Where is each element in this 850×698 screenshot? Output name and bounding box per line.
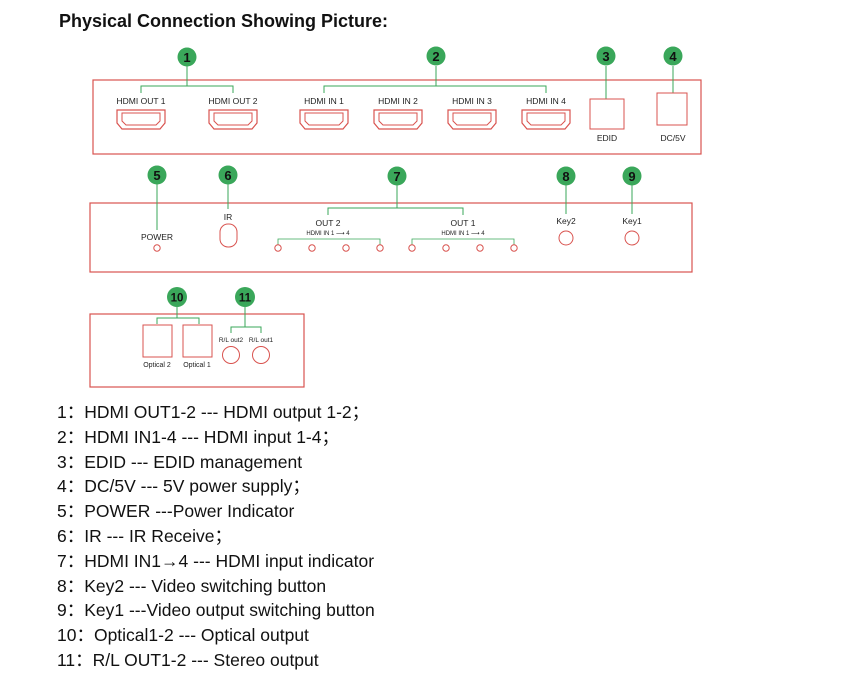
- out1-sub-label: HDMI IN 1 ⟶ 4: [441, 231, 485, 237]
- ir-receiver: [219, 223, 238, 248]
- callout-2: 2: [323, 46, 547, 93]
- dc5v-jack: [656, 92, 688, 126]
- key2-label: Key2: [556, 216, 576, 226]
- rl-out1-jack: [252, 346, 270, 364]
- callout-2-label: 2: [432, 49, 439, 64]
- legend-item-3: 3：EDID --- EDID management: [57, 451, 303, 472]
- legend-item-4: 4：DC/5V --- 5V power supply；: [57, 476, 310, 497]
- legend-item-8: 8：Key2 --- Video switching button: [57, 575, 327, 596]
- connection-diagram: 1 2 3 4 HDMI OUT 1 HDMI OUT 2 HDMI IN 1 …: [89, 46, 702, 388]
- key1-button: [624, 230, 640, 246]
- power-led: [153, 244, 161, 252]
- legend-list: 1：HDMI OUT1-2 --- HDMI output 1-2； 2：HDM…: [57, 400, 375, 673]
- callout-11-label: 11: [239, 293, 252, 305]
- legend-item-7: 7：HDMI IN1→4 --- HDMI input indicator: [57, 550, 375, 571]
- legend-item-9: 9：Key1 ---Video output switching button: [57, 600, 375, 621]
- callout-11: 11: [230, 287, 262, 333]
- optical-1-port: [182, 324, 213, 358]
- callout-6: 6: [218, 165, 238, 209]
- edid-switch: [589, 98, 625, 130]
- out1-label: OUT 1: [451, 218, 476, 228]
- callout-1: 1: [140, 47, 234, 93]
- out2-sub-label: HDMI IN 1 ⟶ 4: [306, 231, 350, 237]
- hdmi-in-4-label: HDMI IN 4: [526, 96, 566, 106]
- out2-led-4: [376, 244, 384, 252]
- optical-2-label: Optical 2: [143, 362, 171, 369]
- out2-led-2: [308, 244, 316, 252]
- legend-item-2: 2：HDMI IN1-4 --- HDMI input 1-4；: [57, 426, 339, 447]
- rl-out2-label: R/L out2: [219, 337, 244, 344]
- legend-item-1: 1：HDMI OUT1-2 --- HDMI output 1-2；: [57, 402, 370, 422]
- callout-7: 7: [327, 166, 464, 215]
- legend-item-11: 11：R/L OUT1-2 --- Stereo output: [57, 649, 319, 670]
- callout-6-label: 6: [224, 168, 231, 183]
- out1-led-1: [408, 244, 416, 252]
- hdmi-out-2-port: [208, 109, 258, 130]
- legend-item-10: 10：Optical1-2 --- Optical output: [57, 625, 309, 646]
- dc5v-label: DC/5V: [660, 133, 685, 143]
- out1-led-4: [510, 244, 518, 252]
- hdmi-out-1-label: HDMI OUT 1: [117, 96, 166, 106]
- legend-item-5: 5：POWER ---Power Indicator: [57, 501, 295, 522]
- callout-8-label: 8: [562, 169, 569, 184]
- out1-led-2: [442, 244, 450, 252]
- hdmi-in-3-port: [447, 109, 497, 130]
- callout-8: 8: [556, 166, 576, 214]
- callout-4: 4: [663, 46, 683, 93]
- optical-2-port: [142, 324, 173, 358]
- hdmi-out-1-port: [116, 109, 166, 130]
- callout-9-label: 9: [628, 169, 635, 184]
- callout-4-label: 4: [669, 49, 677, 64]
- edid-label: EDID: [597, 133, 617, 143]
- front-panel: [89, 202, 693, 273]
- callout-3: 3: [596, 46, 616, 99]
- hdmi-in-2-port: [373, 109, 423, 130]
- hdmi-out-2-label: HDMI OUT 2: [209, 96, 258, 106]
- out2-label: OUT 2: [316, 218, 341, 228]
- callout-1-label: 1: [183, 50, 190, 65]
- page-title: Physical Connection Showing Picture:: [59, 11, 389, 31]
- out2-led-3: [342, 244, 350, 252]
- ir-label: IR: [224, 212, 233, 222]
- hdmi-in-3-label: HDMI IN 3: [452, 96, 492, 106]
- out2-led-1: [274, 244, 282, 252]
- legend-item-6: 6：IR --- IR Receive；: [57, 525, 233, 546]
- rl-out2-jack: [222, 346, 240, 364]
- hdmi-in-2-label: HDMI IN 2: [378, 96, 418, 106]
- key1-label: Key1: [622, 216, 642, 226]
- callout-5-label: 5: [153, 168, 160, 183]
- callout-7-label: 7: [393, 169, 400, 184]
- optical-1-label: Optical 1: [183, 362, 211, 369]
- rear-panel: [92, 79, 702, 155]
- audio-panel: [89, 313, 305, 388]
- hdmi-in-4-port: [521, 109, 571, 130]
- callout-10: 10: [156, 287, 200, 324]
- callout-10-label: 10: [171, 293, 184, 305]
- callout-9: 9: [622, 166, 642, 214]
- power-label: POWER: [141, 232, 173, 242]
- callout-5: 5: [147, 165, 167, 230]
- callout-3-label: 3: [602, 49, 609, 64]
- key2-button: [558, 230, 574, 246]
- hdmi-in-1-port: [299, 109, 349, 130]
- rl-out1-label: R/L out1: [249, 337, 274, 344]
- out1-led-3: [476, 244, 484, 252]
- hdmi-in-1-label: HDMI IN 1: [304, 96, 344, 106]
